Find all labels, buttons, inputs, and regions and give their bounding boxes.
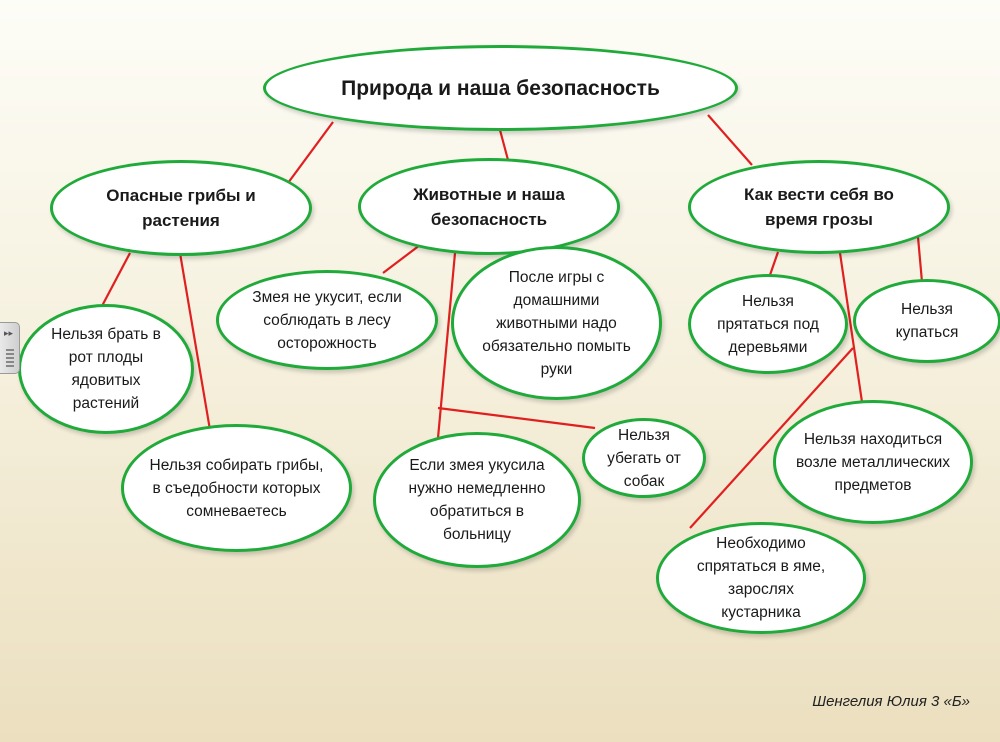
leaf-label: Нельзя прятаться под деревьями <box>717 292 819 356</box>
connector-line <box>287 121 334 184</box>
leaf-label: После игры с домашними животными надо об… <box>482 268 631 378</box>
leaf-node-snake-careful: Змея не укусит, если соблюдать в лесу ос… <box>216 270 438 370</box>
connector-line <box>689 347 854 529</box>
connector-line <box>838 252 864 403</box>
leaf-node-dogs: Нельзя убегать от собак <box>582 418 706 498</box>
leaf-label: Нельзя находиться возле металлических пр… <box>795 430 951 494</box>
leaf-label: Нельзя купаться <box>895 301 959 341</box>
leaf-node-wash-hands: После игры с домашними животными надо об… <box>451 246 662 400</box>
leaf-node-trees: Нельзя прятаться под деревьями <box>688 274 848 374</box>
branch-label: Опасные грибы и растения <box>106 186 256 230</box>
connector-line <box>916 236 924 283</box>
leaf-label: Необходимо спрятаться в яме, зарослях ку… <box>696 535 826 621</box>
leaf-node-no-doubtful-mushrooms: Нельзя собирать грибы, в съедобности кот… <box>121 424 352 552</box>
leaf-node-no-berries: Нельзя брать в рот плоды ядовитых растен… <box>18 304 194 434</box>
connector-line <box>498 129 510 161</box>
connector-line <box>768 251 780 276</box>
leaf-label: Если змея укусила нужно немедленно обрат… <box>408 457 546 543</box>
root-node: Природа и наша безопасность <box>263 45 738 131</box>
connector-line <box>437 406 596 430</box>
panel-toggle-handle[interactable]: ▸▸ <box>0 322 20 374</box>
connector-line <box>382 244 421 274</box>
author-signature: Шенгелия Юлия 3 «Б» <box>812 693 970 710</box>
leaf-label: Змея не укусит, если соблюдать в лесу ос… <box>252 288 402 352</box>
connector-line <box>436 252 457 439</box>
connector-line <box>101 252 131 307</box>
connector-line <box>707 114 753 166</box>
leaf-label: Нельзя брать в рот плоды ядовитых растен… <box>51 326 161 412</box>
connector-line <box>178 252 212 431</box>
branch-node-storm: Как вести себя во время грозы <box>688 160 950 254</box>
leaf-node-swim: Нельзя купаться <box>853 279 1000 363</box>
branch-label: Как вести себя во время грозы <box>744 185 894 229</box>
branch-node-mushrooms: Опасные грибы и растения <box>50 160 312 256</box>
root-label: Природа и наша безопасность <box>341 76 660 100</box>
grip-icon <box>6 349 14 367</box>
leaf-label: Нельзя убегать от собак <box>607 426 681 490</box>
leaf-label: Нельзя собирать грибы, в съедобности кот… <box>149 456 324 520</box>
leaf-node-snake-bite: Если змея укусила нужно немедленно обрат… <box>373 432 581 568</box>
leaf-node-metal: Нельзя находиться возле металлических пр… <box>773 400 973 524</box>
branch-label: Животные и наша безопасность <box>413 184 565 229</box>
leaf-node-hide: Необходимо спрятаться в яме, зарослях ку… <box>656 522 866 634</box>
branch-node-animals: Животные и наша безопасность <box>358 158 620 255</box>
panel-toggle-icon: ▸▸ <box>4 329 14 339</box>
